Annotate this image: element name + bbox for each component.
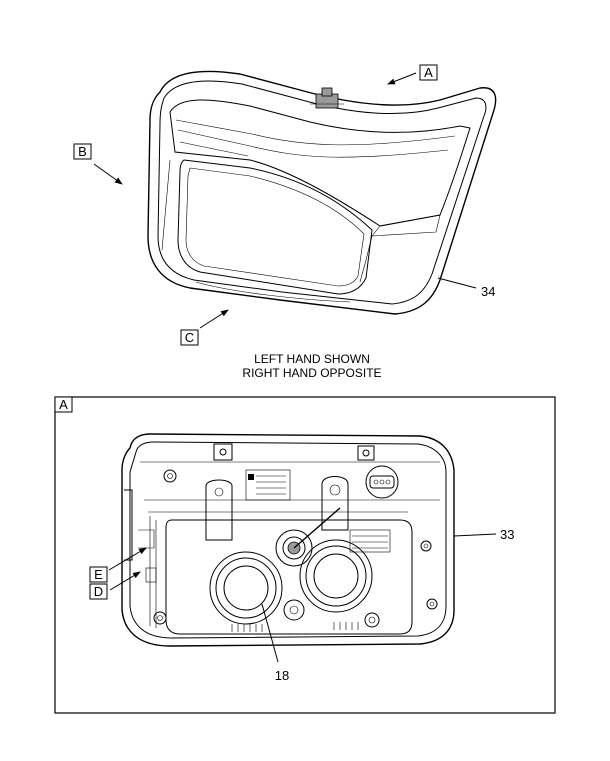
- leader-33: [453, 533, 497, 537]
- callout-e: E: [94, 567, 103, 582]
- lamp-housing-rear-view: [121, 433, 455, 647]
- detail-a-label-box: [54, 396, 73, 413]
- leader-34: [437, 277, 477, 289]
- part-number-18: 18: [275, 668, 289, 683]
- callout-c-arrow: [199, 309, 229, 329]
- part-number-33: 33: [500, 527, 514, 542]
- note-line-2: RIGHT HAND OPPOSITE: [242, 366, 381, 380]
- callout-d-box: [89, 583, 108, 600]
- callout-d: D: [94, 584, 103, 599]
- lamp-bezel-iso-view: [147, 70, 497, 315]
- callout-d-arrow: [109, 571, 141, 591]
- callout-b-box: [73, 143, 92, 160]
- detail-a-label: A: [59, 397, 68, 412]
- detail-a-frame: [54, 396, 556, 714]
- leader-18: [261, 603, 279, 663]
- callout-a-box: [419, 64, 438, 81]
- callout-e-arrow: [108, 547, 147, 571]
- part-number-34: 34: [481, 284, 495, 299]
- callout-c: C: [185, 330, 194, 345]
- callout-b: B: [78, 144, 87, 159]
- note-line-1: LEFT HAND SHOWN: [254, 352, 370, 366]
- callout-e-box: [89, 566, 108, 583]
- callout-a: A: [424, 65, 433, 80]
- callout-b-arrow: [93, 163, 123, 185]
- callout-a-arrow: [387, 72, 417, 85]
- callout-c-box: [180, 329, 199, 346]
